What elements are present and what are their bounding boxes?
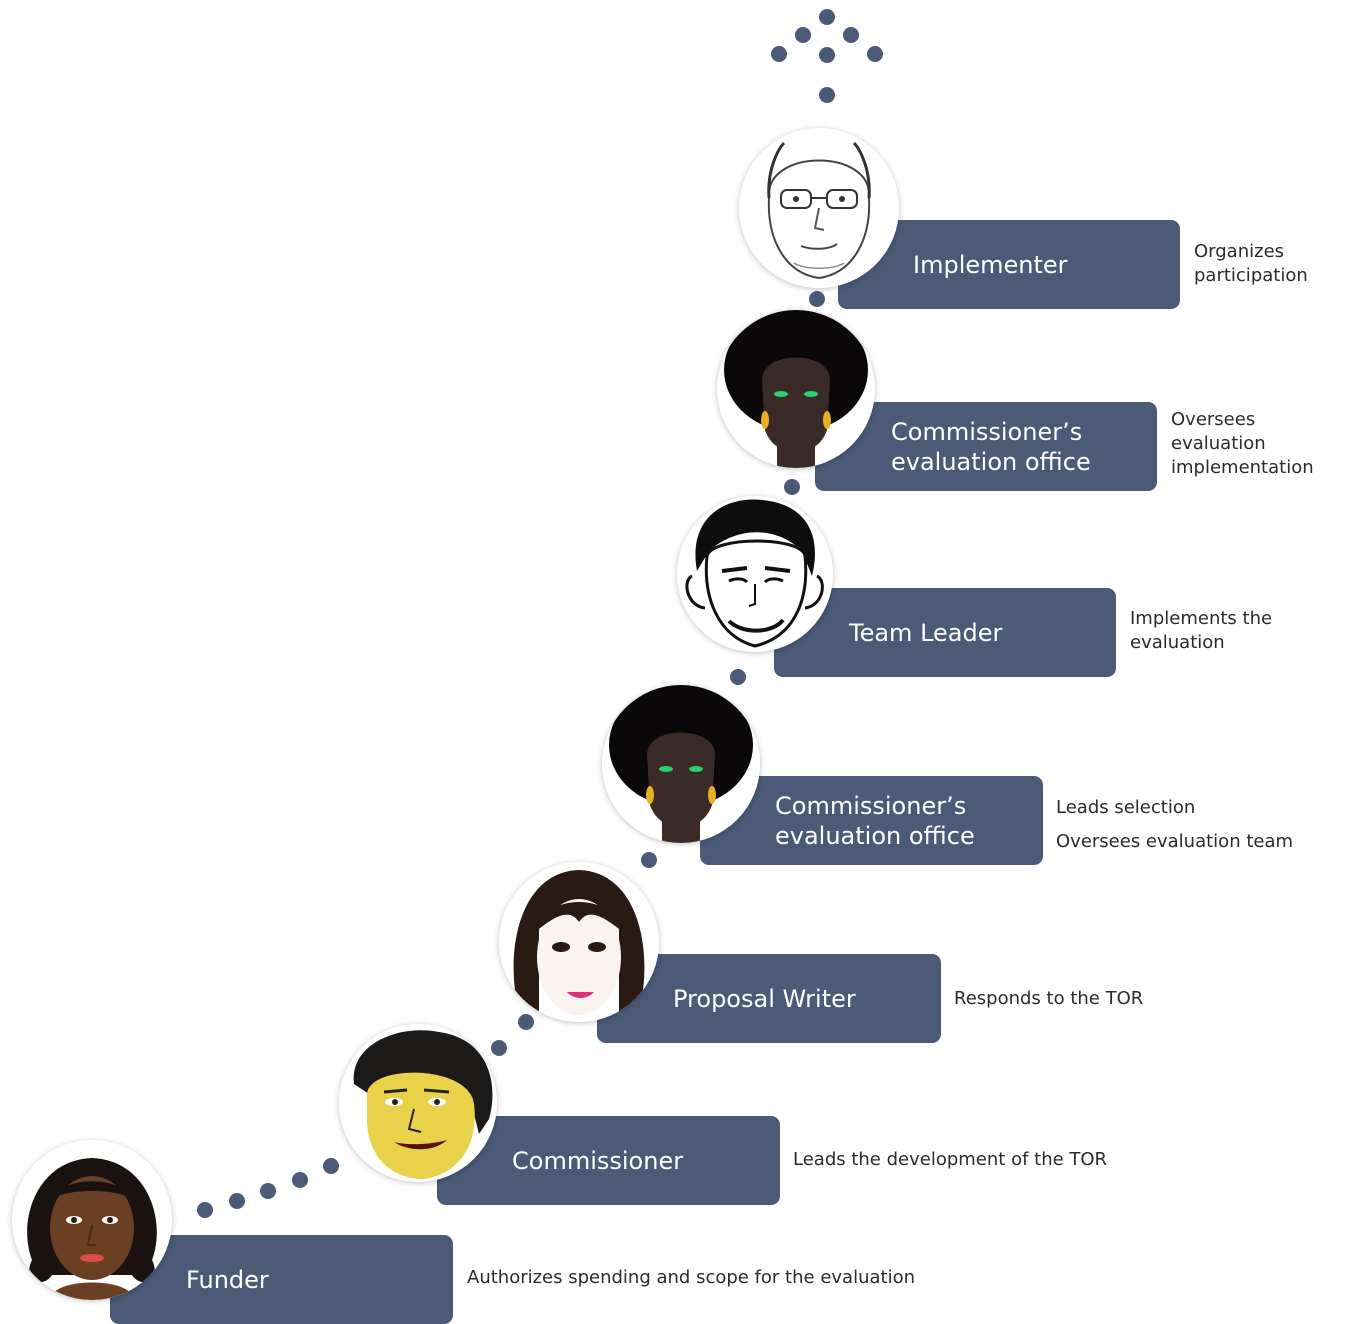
role-bar-evaluation-office-upper: Commissioner’s evaluation office — [815, 402, 1157, 491]
role-label: Proposal Writer — [673, 984, 856, 1013]
connector-dot — [641, 852, 657, 868]
arrow-dot — [867, 46, 883, 62]
connector-dot — [809, 291, 825, 307]
evaluation-office-face-icon — [602, 685, 760, 843]
role-label: Commissioner — [512, 1146, 684, 1175]
arrow-dot — [819, 9, 835, 25]
connector-dot — [229, 1193, 245, 1209]
role-label-line: evaluation office — [775, 821, 975, 850]
connector-dot — [784, 479, 800, 495]
role-description-funder: Authorizes spending and scope for the ev… — [467, 1267, 915, 1288]
connector-dot — [518, 1014, 534, 1030]
funder-face-icon — [12, 1140, 172, 1300]
connector-dot — [491, 1040, 507, 1056]
evaluation-office-face-icon — [717, 310, 875, 468]
role-description-commissioner: Leads the development of the TOR — [793, 1149, 1108, 1170]
arrow-dot — [819, 87, 835, 103]
role-label: Implementer — [913, 250, 1068, 279]
arrow-dot — [843, 27, 859, 43]
role-description-proposal-writer: Responds to the TOR — [954, 988, 1144, 1009]
connector-dot — [197, 1202, 213, 1218]
role-label-line: evaluation office — [891, 447, 1091, 476]
role-bar-team-leader: Team Leader — [774, 588, 1116, 677]
connector-dot — [730, 669, 746, 685]
arrow-dot — [795, 27, 811, 43]
role-label: Funder — [186, 1265, 269, 1294]
commissioner-face-icon — [339, 1024, 497, 1182]
role-bar-funder: Funder — [110, 1235, 453, 1324]
role-label-line: Commissioner’s — [775, 791, 967, 820]
role-description-team-leader: Implements the evaluation — [1130, 608, 1273, 653]
role-label-line: Commissioner’s — [891, 417, 1083, 446]
role-description-implementer: Organizes participation — [1194, 241, 1308, 286]
role-label: Team Leader — [849, 618, 1003, 647]
connector-dot — [323, 1158, 339, 1174]
proposal-writer-face-icon — [499, 862, 659, 1022]
connector-dot — [292, 1172, 308, 1188]
role-bar-evaluation-office: Commissioner’s evaluation office — [700, 776, 1043, 865]
role-description-evaluation-office-upper: Oversees evaluation implementation — [1171, 409, 1314, 478]
arrow-dot — [819, 47, 835, 63]
connector-dot — [260, 1183, 276, 1199]
implementer-face-icon — [739, 128, 899, 288]
team-leader-face-icon — [677, 496, 833, 652]
arrow-dot — [771, 46, 787, 62]
role-bar-implementer: Implementer — [838, 220, 1180, 309]
role-description-evaluation-office: Leads selection Oversees evaluation team — [1056, 797, 1294, 852]
role-bar-commissioner: Commissioner — [437, 1116, 780, 1205]
